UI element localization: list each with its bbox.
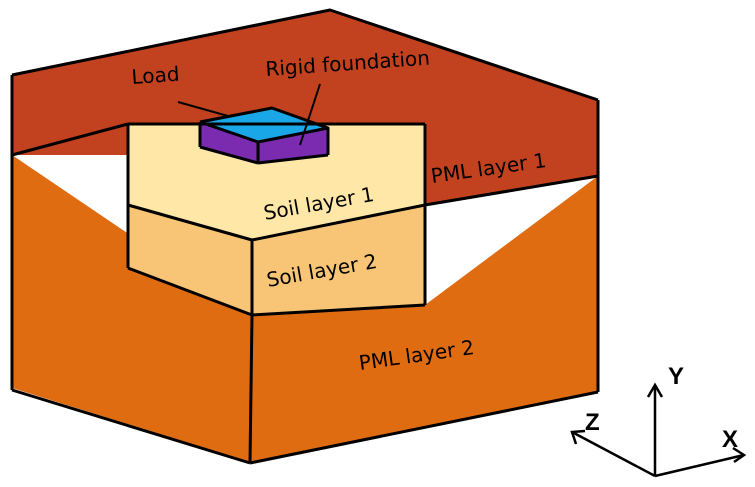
axis-label-z: Z xyxy=(585,409,600,436)
pml-layer-1-top-face xyxy=(12,10,598,205)
axis-label-x: X xyxy=(722,426,738,453)
pml-layer-2-left-face xyxy=(12,155,250,462)
soil-layer-2-front-face xyxy=(128,205,425,315)
label-load: Load xyxy=(131,62,181,89)
outline-strokes xyxy=(10,8,600,465)
pml-layer-2-front-face xyxy=(250,176,598,462)
foundation-leader-line xyxy=(299,83,321,146)
load-leader-line xyxy=(177,101,229,117)
soil-layer-1-pit xyxy=(128,124,425,240)
rigid-foundation-side xyxy=(200,122,328,163)
axis-label-y: Y xyxy=(668,363,684,390)
coordinate-axes xyxy=(570,382,747,478)
